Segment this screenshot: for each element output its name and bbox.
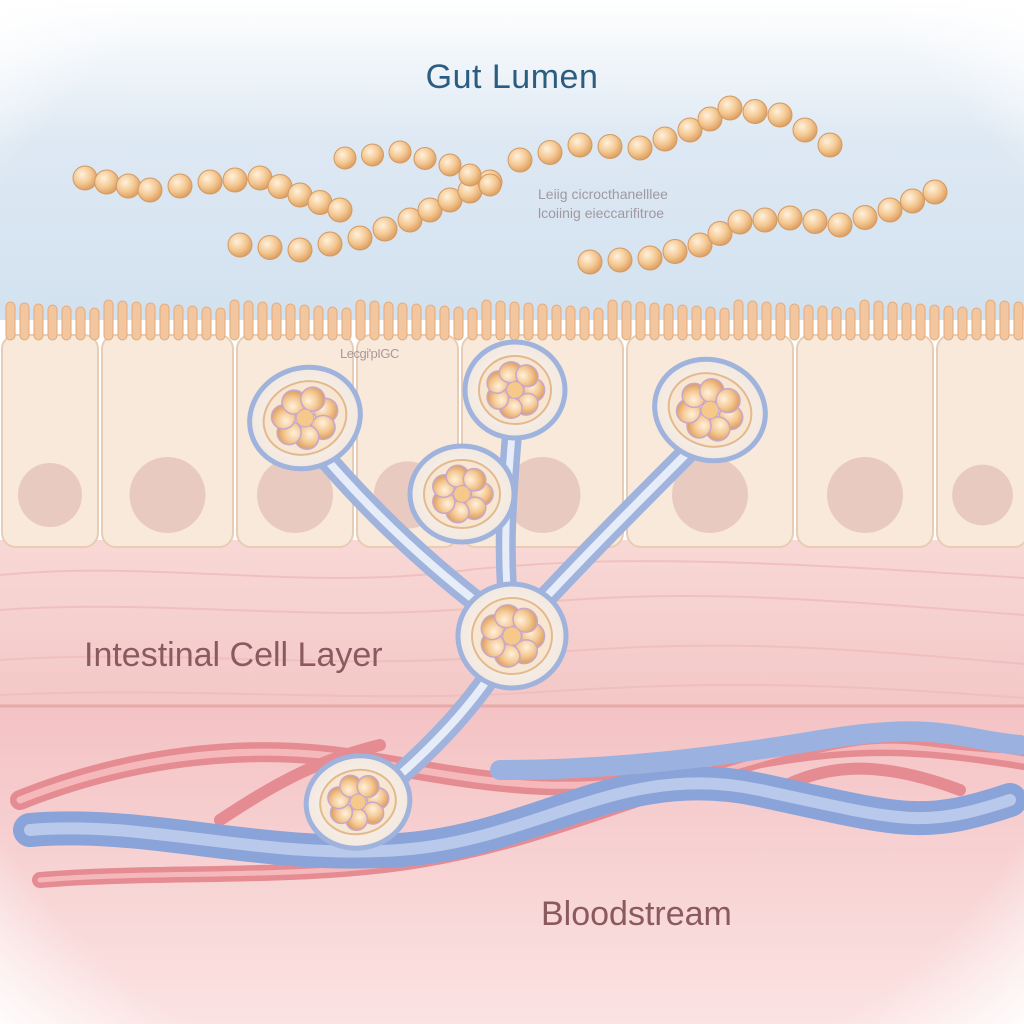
- gut-lumen-label: Gut Lumen: [425, 58, 599, 96]
- bloodstream-label: Bloodstream: [541, 895, 732, 933]
- faint-annotation-1: Leiig cicrocthanelllee: [538, 186, 668, 202]
- faint-annotation-2: lcoiinig eieccarifitroe: [538, 205, 665, 221]
- intestinal-cell-layer-label: Intestinal Cell Layer: [84, 636, 383, 674]
- faint-annotation-3: Lecgi'pIGC: [340, 346, 399, 361]
